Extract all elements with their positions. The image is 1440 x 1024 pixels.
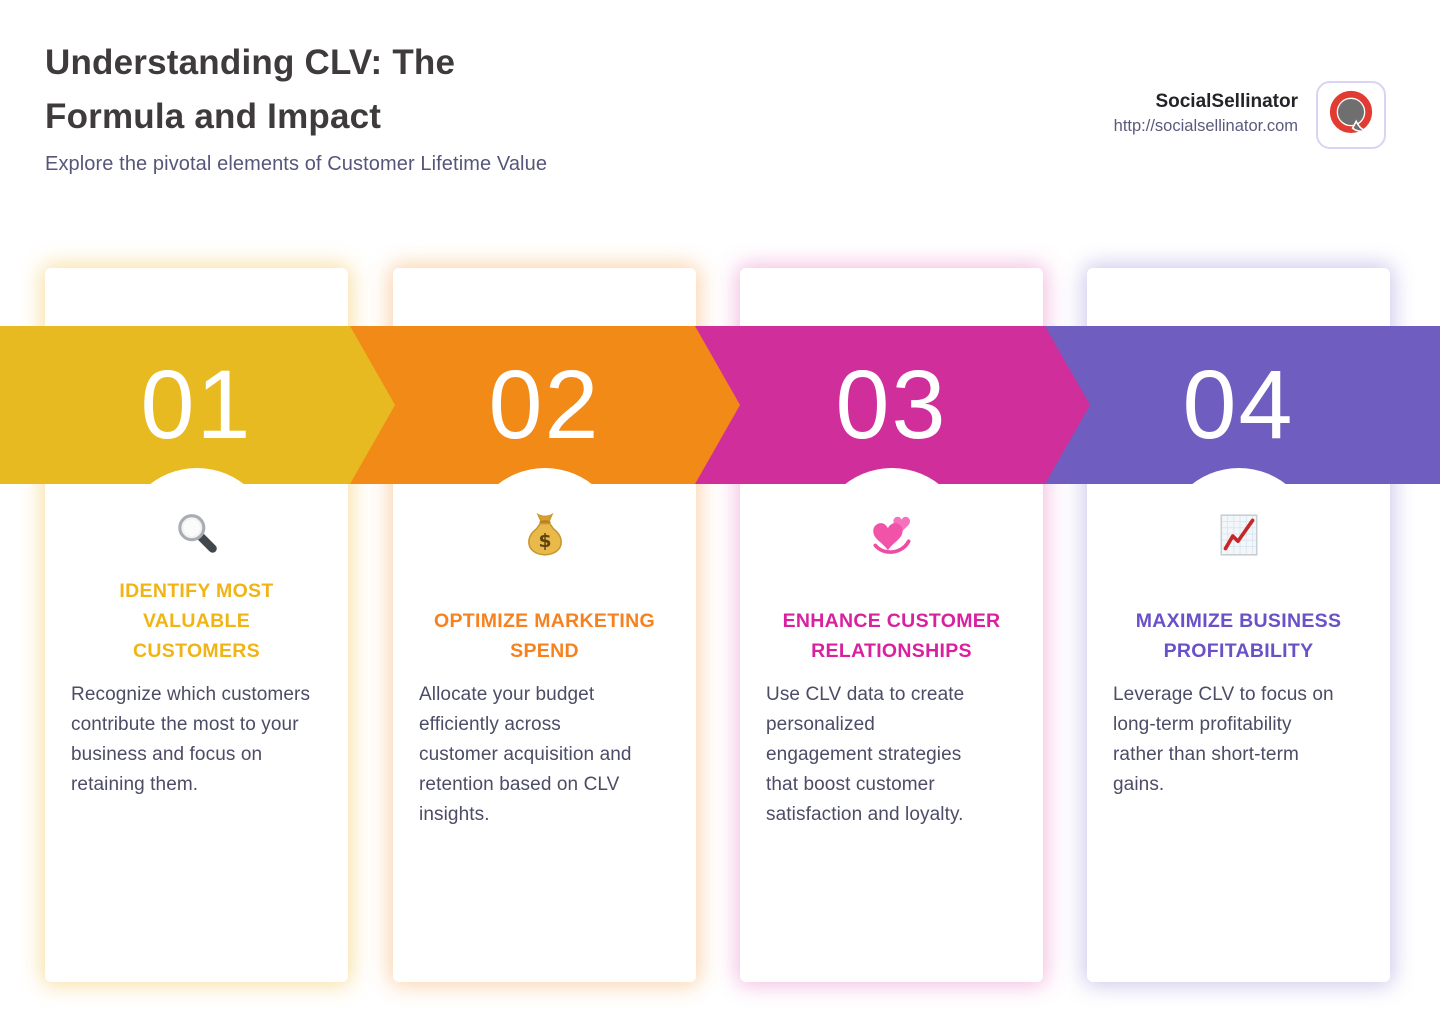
step-body: Allocate your budget efficiently across … (419, 684, 632, 825)
magnifying-glass-icon (45, 510, 348, 560)
step-number-1: 01 (140, 350, 253, 459)
step-body: Leverage CLV to focus on long-term profi… (1113, 684, 1334, 795)
step-heading: ENHANCE CUSTOMER RELATIONSHIPS (782, 610, 1001, 662)
chevron-band-4 (1045, 326, 1440, 484)
step-number-3: 03 (835, 350, 948, 459)
chevron-band-3 (695, 326, 1090, 484)
page-subtitle: Explore the pivotal elements of Customer… (45, 153, 548, 175)
page-title: Understanding CLV: The Formula and Impac… (45, 43, 456, 136)
step-heading: MAXIMIZE BUSINESS PROFITABILITY (1135, 610, 1342, 662)
money-bag-icon: $ (393, 510, 696, 560)
brand-name: SocialSellinator (1155, 91, 1298, 112)
card-notch (120, 468, 273, 620)
speech-bubble-logo-icon (1325, 88, 1377, 143)
step-heading: IDENTIFY MOST VALUABLE CUSTOMERS (119, 580, 274, 662)
step-body: Use CLV data to create personalized enga… (766, 684, 965, 825)
chevron-band-1 (0, 326, 395, 484)
step-body: Recognize which customers contribute the… (71, 684, 311, 795)
chevron-band-2 (350, 326, 740, 484)
revolving-hearts-icon (740, 510, 1043, 560)
svg-text:$: $ (538, 531, 551, 552)
brand-url: http://socialsellinator.com (1113, 117, 1298, 135)
brand-logo (1316, 81, 1386, 149)
brand-block: SocialSellinator http://socialsellinator… (1114, 90, 1298, 137)
chart-increasing-icon (1087, 510, 1390, 560)
step-number-2: 02 (488, 350, 601, 459)
step-heading: OPTIMIZE MARKETING SPEND (434, 610, 655, 662)
step-number-4: 04 (1182, 350, 1295, 459)
